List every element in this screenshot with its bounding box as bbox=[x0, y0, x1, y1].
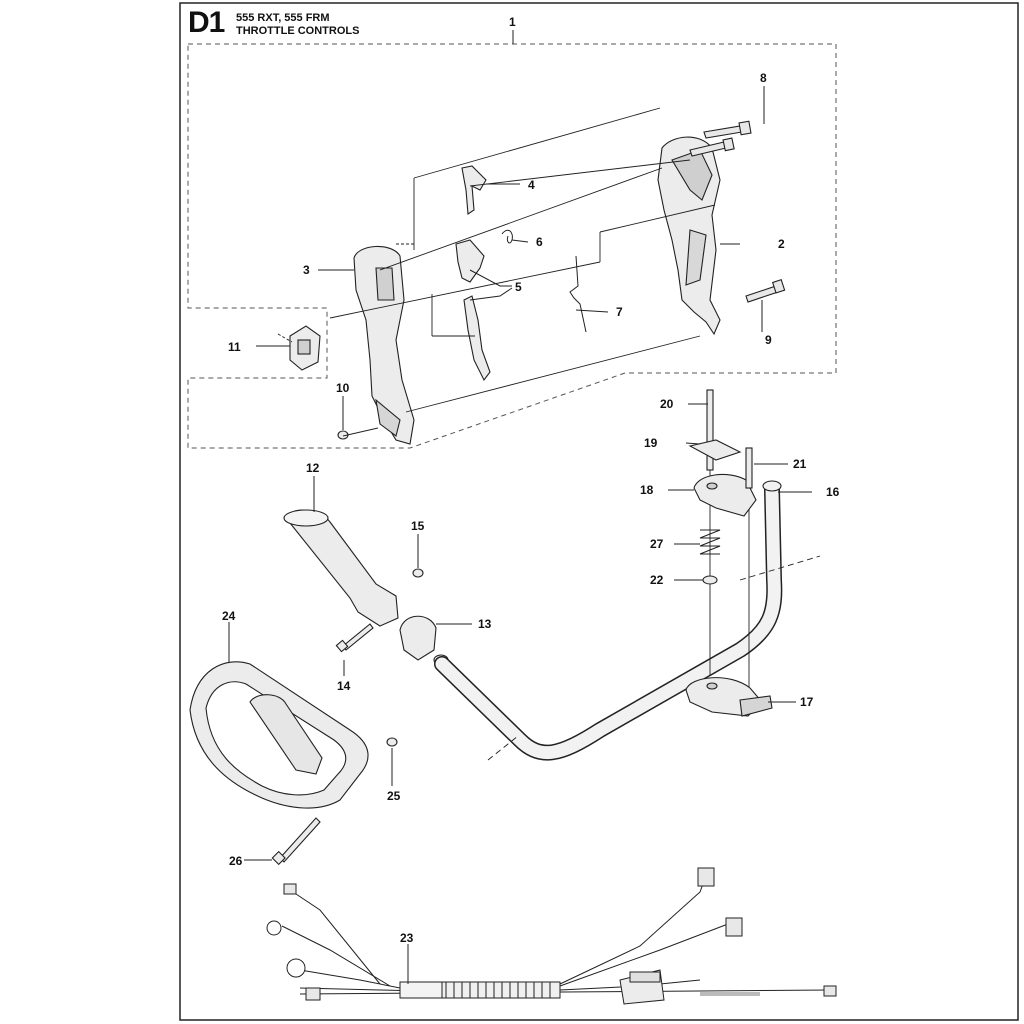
throttle-trigger bbox=[461, 165, 487, 215]
nut-25 bbox=[386, 737, 398, 747]
wiring-harness bbox=[266, 867, 837, 1005]
front-handle-parts bbox=[283, 509, 449, 666]
diagram-title: THROTTLE CONTROLS bbox=[236, 25, 360, 37]
ring-terminal bbox=[266, 920, 282, 936]
handle-grip bbox=[285, 509, 399, 627]
model-list: 555 RXT, 555 FRM bbox=[236, 12, 330, 24]
callout-2: 2 bbox=[778, 237, 785, 251]
callout-19: 19 bbox=[644, 436, 658, 450]
leader-lines bbox=[228, 86, 812, 984]
callout-27: 27 bbox=[650, 537, 664, 551]
callout-7: 7 bbox=[616, 305, 623, 319]
screw-26 bbox=[279, 817, 321, 863]
assembly-guides bbox=[277, 107, 716, 437]
callout-6: 6 bbox=[536, 235, 543, 249]
callout-22: 22 bbox=[650, 573, 664, 587]
callout-4: 4 bbox=[528, 178, 535, 192]
throttle-lock bbox=[455, 239, 485, 283]
callout-16: 16 bbox=[826, 485, 840, 499]
callout-13: 13 bbox=[478, 617, 492, 631]
callout-1: 1 bbox=[509, 15, 516, 29]
washer-22 bbox=[702, 575, 718, 585]
callout-20: 20 bbox=[660, 397, 674, 411]
handlebar-clamp-assembly bbox=[685, 389, 773, 717]
callout-5: 5 bbox=[515, 280, 522, 294]
connector-b bbox=[725, 917, 743, 937]
screw-21 bbox=[745, 447, 753, 489]
callout-26: 26 bbox=[229, 854, 243, 868]
callout-labels: 1 2 3 4 5 6 7 8 9 10 11 12 13 14 15 16 1… bbox=[222, 15, 840, 945]
callout-11: 11 bbox=[228, 340, 241, 354]
nut-15 bbox=[412, 568, 424, 578]
spring-6 bbox=[501, 229, 513, 244]
screw-8-upper bbox=[703, 125, 743, 139]
assembly-boundary bbox=[187, 43, 837, 449]
callout-3: 3 bbox=[303, 263, 310, 277]
page-border bbox=[179, 2, 1019, 1021]
spring-27 bbox=[699, 529, 721, 555]
callout-8: 8 bbox=[760, 71, 767, 85]
plate-19 bbox=[688, 439, 742, 461]
handle-half-left bbox=[353, 245, 415, 445]
callout-9: 9 bbox=[765, 333, 772, 347]
terminal-a bbox=[283, 883, 297, 895]
handle-clamp bbox=[399, 615, 437, 661]
throttle-lever bbox=[463, 295, 491, 382]
handle-screws bbox=[689, 120, 786, 303]
handle-assembly bbox=[289, 136, 721, 445]
callout-10: 10 bbox=[336, 381, 350, 395]
connector-a bbox=[697, 867, 715, 887]
diagram-code: D1 bbox=[188, 6, 225, 39]
callout-21: 21 bbox=[793, 457, 807, 471]
barrier-bar-24 bbox=[189, 661, 398, 866]
callout-15: 15 bbox=[411, 519, 425, 533]
callout-24: 24 bbox=[222, 609, 236, 623]
cable-7 bbox=[569, 255, 587, 333]
screw-9 bbox=[745, 285, 779, 303]
callout-23: 23 bbox=[400, 931, 414, 945]
callout-14: 14 bbox=[337, 679, 351, 693]
callout-18: 18 bbox=[640, 483, 654, 497]
callout-17: 17 bbox=[800, 695, 814, 709]
handlebar-tube bbox=[434, 480, 821, 761]
bolt-20 bbox=[706, 389, 714, 471]
callout-25: 25 bbox=[387, 789, 401, 803]
callout-12: 12 bbox=[306, 461, 320, 475]
ring-terminal-large bbox=[286, 958, 306, 978]
